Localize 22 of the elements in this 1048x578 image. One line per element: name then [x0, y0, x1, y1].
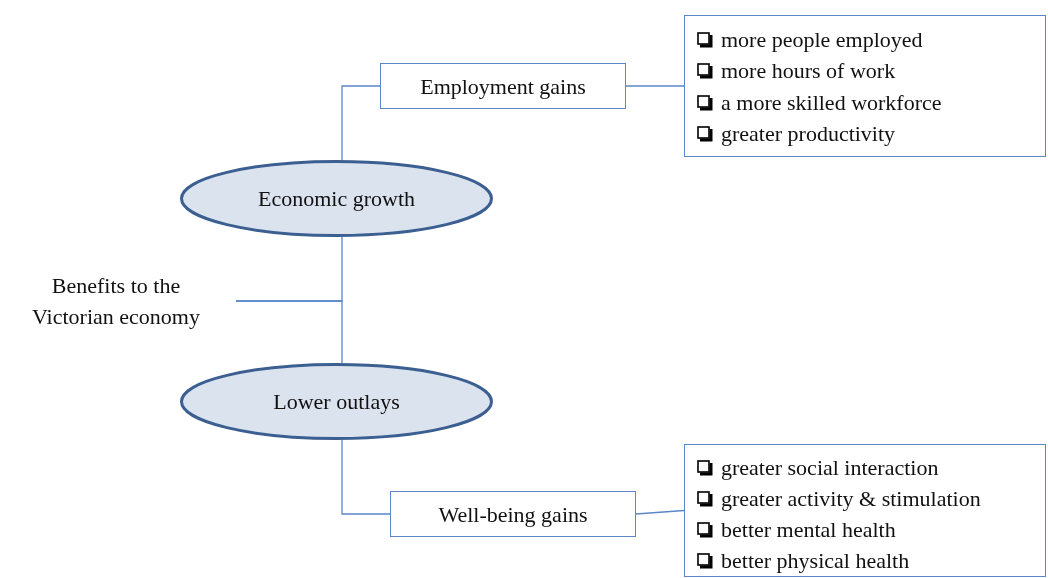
bullet-list-box — [684, 15, 1046, 157]
list-item-text: better mental health — [721, 516, 896, 543]
list-item-text: better physical health — [721, 547, 910, 574]
list-item-text: more hours of work — [721, 58, 896, 85]
list-item-text: more people employed — [721, 26, 923, 53]
connector-line — [341, 85, 381, 161]
label-box — [390, 491, 636, 537]
bullet-list-box — [684, 444, 1046, 577]
box-label: Employment gains — [420, 72, 586, 101]
label-box — [380, 63, 626, 109]
ellipse-label: Economic growth — [258, 185, 415, 213]
ellipse-label: Lower outlays — [273, 388, 400, 416]
list-item-text: greater productivity — [721, 121, 896, 148]
connector-line — [625, 85, 685, 87]
list-item-text: greater activity & stimulation — [721, 486, 981, 513]
root-label: Benefits to the Victorian economy — [31, 272, 201, 331]
box-label: Well-being gains — [438, 500, 588, 529]
connector-line — [235, 300, 343, 364]
list-item-text: greater social interaction — [721, 455, 939, 482]
list-item-text: a more skilled workforce — [721, 89, 942, 116]
connector-line — [341, 439, 391, 515]
connector-line — [635, 509, 685, 515]
